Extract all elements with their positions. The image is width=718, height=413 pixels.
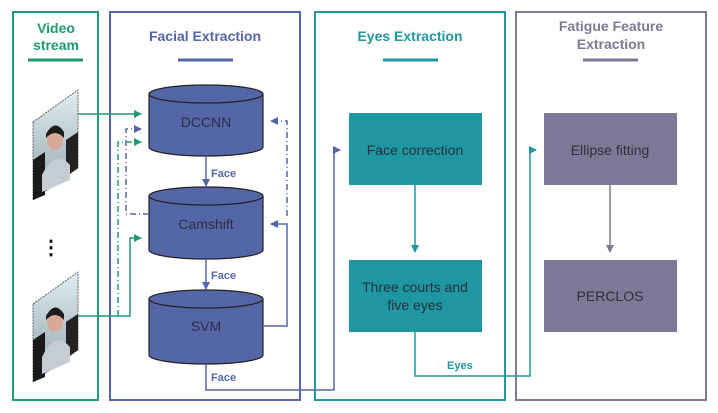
- face-correction-label: Face correction: [367, 142, 463, 158]
- svm-label: SVM: [191, 318, 221, 334]
- panel-facial-extraction: Facial Extraction DCCNN Camshift SVM Fac…: [109, 11, 301, 401]
- panel-video-stream: Video stream ⋮: [12, 11, 99, 401]
- panel-facial-border: [109, 11, 301, 401]
- video-frame-bottom: [32, 271, 79, 383]
- node-dccnn[interactable]: DCCNN: [148, 84, 264, 157]
- ellipsis: ⋮: [41, 237, 61, 259]
- video-title-line2: stream: [33, 37, 79, 53]
- face-body: [42, 340, 70, 374]
- edge-camshift-dccnn-left: [125, 125, 149, 215]
- node-svm[interactable]: SVM: [148, 289, 264, 365]
- three-courts-label-2: five eyes: [387, 297, 442, 313]
- edge-camshift-dccnn-feedback: [270, 117, 288, 216]
- panel-fatigue-feature: Fatigue Feature Extraction Ellipse fitti…: [515, 11, 707, 401]
- node-three-courts[interactable]: Three courts and five eyes: [349, 260, 482, 332]
- edge-svm-face-correction: [205, 146, 341, 391]
- node-camshift[interactable]: Camshift: [148, 186, 264, 260]
- face-body: [42, 158, 70, 192]
- node-face-correction[interactable]: Face correction: [349, 113, 482, 185]
- perclos-label: PERCLOS: [577, 288, 644, 304]
- panel-eyes-extraction: Eyes Extraction Face correction Three co…: [314, 11, 506, 401]
- edge-video-dccnn-dashed: [117, 138, 142, 316]
- three-courts-label-1: Three courts and: [362, 279, 468, 295]
- face-head: [47, 130, 63, 150]
- video-title-line1: Video: [37, 20, 75, 36]
- fatigue-title-line1: Fatigue Feature: [559, 18, 663, 34]
- dccnn-label: DCCNN: [181, 114, 232, 130]
- facial-title: Facial Extraction: [149, 28, 261, 44]
- edge-svm-camshift: [263, 220, 288, 327]
- camshift-label: Camshift: [178, 216, 233, 232]
- edge-video-camshift: [78, 234, 142, 317]
- panel-fatigue-border: [515, 11, 707, 401]
- edge-label-face-2: Face: [211, 270, 236, 282]
- eyes-title: Eyes Extraction: [357, 28, 462, 44]
- fatigue-title-line2: Extraction: [577, 36, 645, 52]
- face-hair: [46, 125, 64, 138]
- node-ellipse-fitting[interactable]: Ellipse fitting: [544, 113, 677, 185]
- edge-label-face-1: Face: [211, 168, 236, 180]
- video-frame-top: [32, 89, 79, 201]
- panel-video-border: [12, 11, 99, 401]
- edge-eyes-ellipse-fitting: [414, 146, 537, 377]
- face-head: [47, 312, 63, 332]
- node-perclos[interactable]: PERCLOS: [544, 260, 677, 332]
- edge-label-eyes: Eyes: [447, 360, 473, 372]
- edge-label-face-3: Face: [211, 372, 236, 384]
- face-hair: [46, 307, 64, 320]
- ellipse-fitting-label: Ellipse fitting: [571, 142, 650, 158]
- panel-eyes-border: [314, 11, 506, 401]
